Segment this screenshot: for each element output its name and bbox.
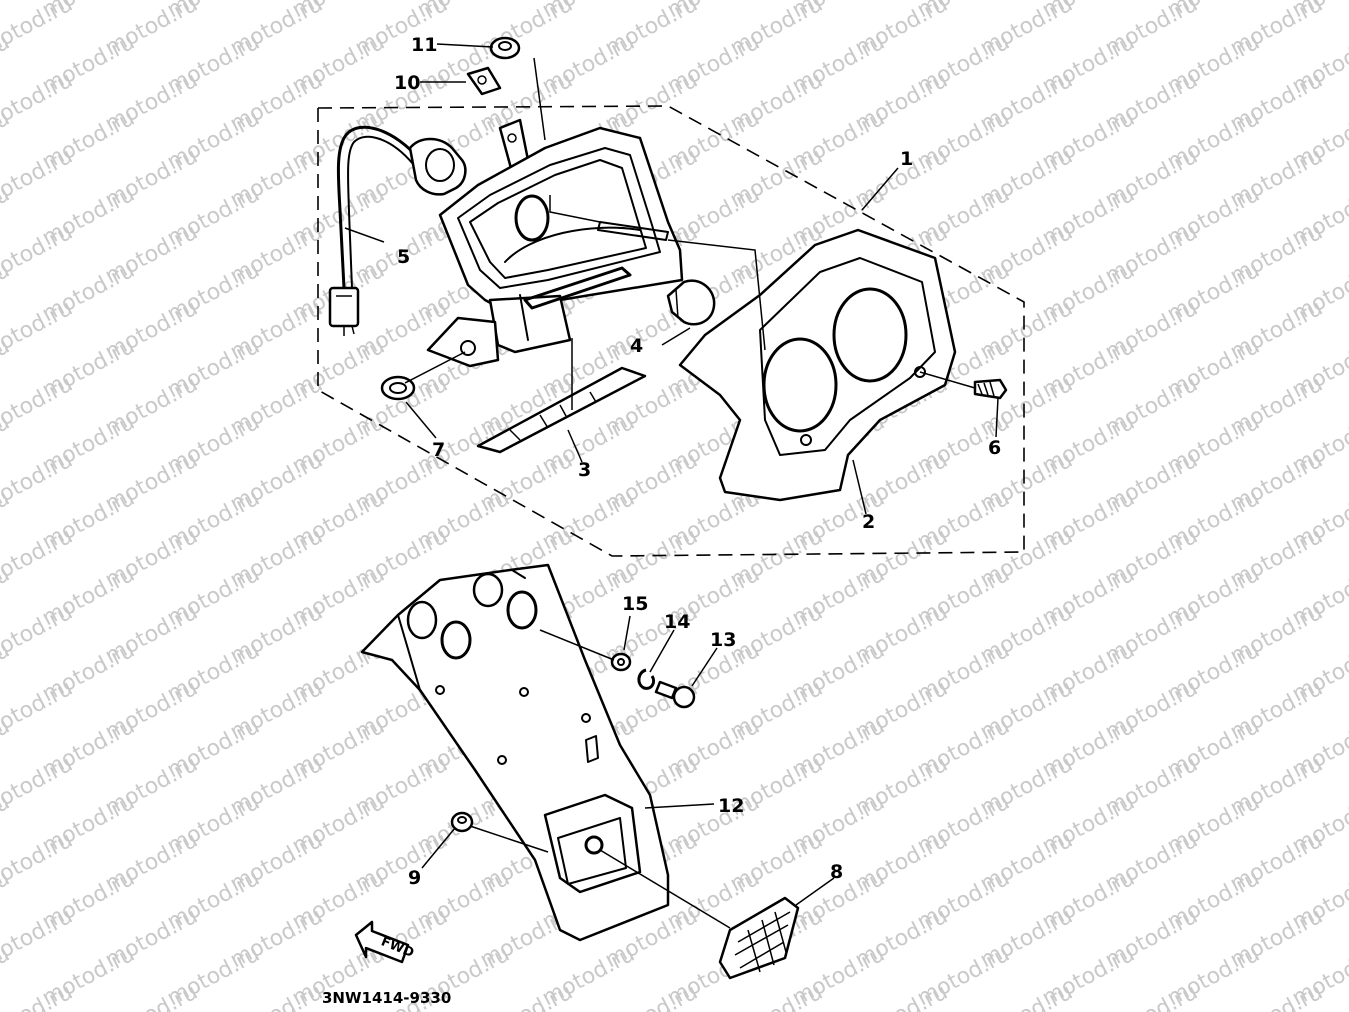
callout-12: 12: [718, 795, 744, 817]
watermark-text: motod.ru: [0, 980, 77, 1012]
screw-part: [973, 378, 1008, 400]
callout-3: 3: [578, 459, 591, 481]
callout-13: 13: [710, 629, 736, 651]
leader-lines: [344, 43, 999, 929]
callout-4: 4: [630, 335, 643, 357]
watermark-text: motod.ru: [726, 980, 827, 1012]
callout-7: 7: [432, 439, 445, 461]
watermark-text: motod.ru: [976, 980, 1077, 1012]
callout-2: 2: [862, 511, 875, 533]
callout-11: 11: [411, 34, 437, 56]
lens-cover-part: [678, 228, 957, 502]
watermark-text: motod.ru: [601, 980, 702, 1012]
nut-9-part: [450, 811, 474, 833]
callout-9: 9: [408, 867, 421, 889]
bulb-part: [666, 279, 716, 326]
callout-labels: 11 10 1 5 4 6 7 3 2 15 14 13 12 8 9: [394, 34, 1001, 889]
callout-6: 6: [988, 437, 1001, 459]
washer-part: [610, 652, 632, 672]
callout-8: 8: [830, 861, 843, 883]
tail-light-housing: [426, 118, 684, 368]
callout-1: 1: [900, 148, 913, 170]
watermark-text: motod.ru: [1226, 980, 1327, 1012]
watermark-text: motod.ru: [476, 980, 577, 1012]
watermark-text: motod.ru: [101, 980, 202, 1012]
clip-part: [466, 66, 502, 96]
reflector-part: [718, 896, 800, 980]
callout-10: 10: [394, 72, 420, 94]
callout-15: 15: [622, 593, 648, 615]
license-bracket-part: [360, 563, 670, 942]
bolt-part: [654, 680, 696, 709]
callout-14: 14: [664, 611, 690, 633]
watermark-text: motod.ru: [1101, 980, 1202, 1012]
wire-harness-socket: [328, 125, 467, 336]
callout-5: 5: [397, 246, 410, 268]
nut-part: [489, 36, 521, 60]
lens-strip-part: [476, 366, 647, 454]
spring-washer-part: [637, 668, 656, 690]
diagram-code: 3NW1414-9330: [322, 989, 451, 1007]
watermark-text: motod.ru: [226, 980, 327, 1012]
watermark-text: motod.ru: [851, 980, 952, 1012]
